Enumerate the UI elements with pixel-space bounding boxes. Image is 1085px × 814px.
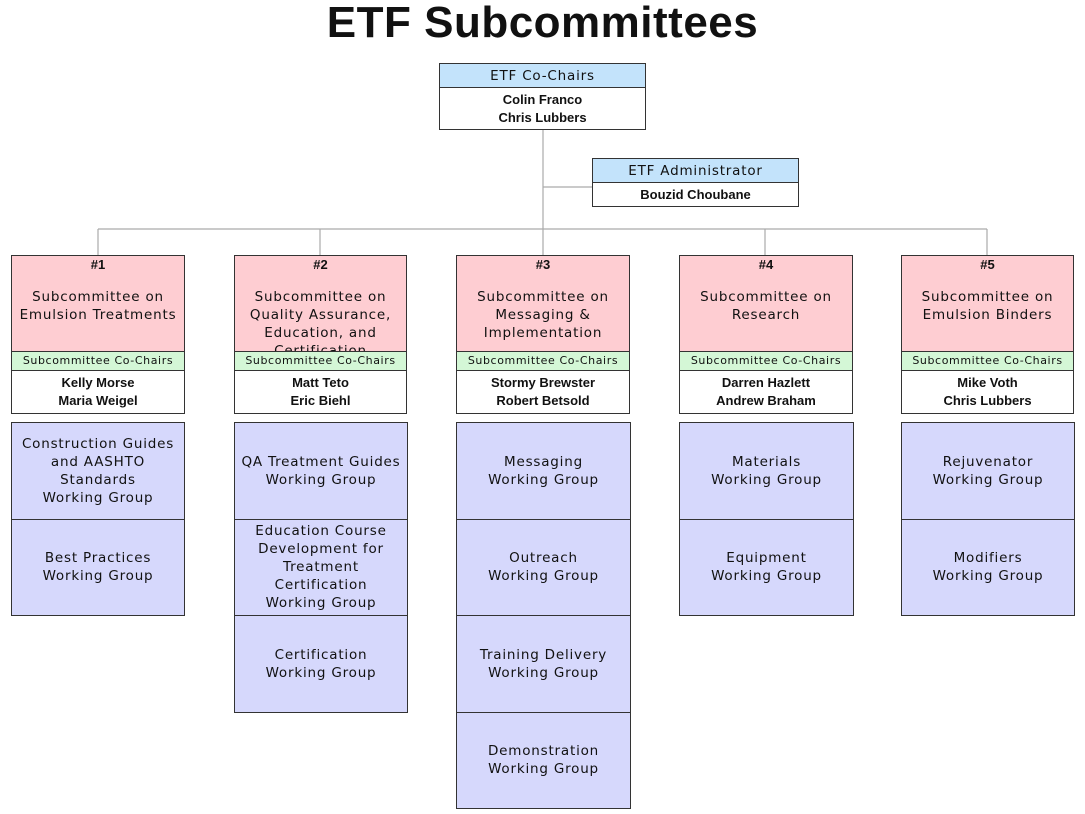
working-group-box: Best Practices Working Group	[11, 518, 185, 616]
subcommittee-number: #4	[758, 257, 774, 272]
administrator-header: ETF Administrator	[592, 158, 799, 183]
working-group-box: QA Treatment Guides Working Group	[234, 422, 408, 520]
subcommittee-cochairs-label: Subcommittee Co-Chairs	[901, 351, 1074, 371]
working-group-box: Equipment Working Group	[679, 518, 854, 616]
subcommittee-name: Subcommittee on Research	[700, 289, 832, 323]
subcommittee-name: Subcommittee on Emulsion Binders	[921, 289, 1054, 323]
subcommittee-cochairs-label: Subcommittee Co-Chairs	[456, 351, 630, 371]
working-group-box: Certification Working Group	[234, 615, 408, 713]
page-title: ETF Subcommittees	[326, 0, 759, 47]
working-group-box: Training Delivery Working Group	[456, 615, 631, 713]
working-group-box: Education Course Development for Treatme…	[234, 518, 408, 616]
subcommittee-cochairs-label: Subcommittee Co-Chairs	[11, 351, 185, 371]
subcommittee-number: #5	[980, 257, 995, 272]
working-group-box: Construction Guides and AASHTO Standards…	[11, 422, 185, 520]
working-group-box: Materials Working Group	[679, 422, 854, 520]
working-group-box: Outreach Working Group	[456, 518, 631, 616]
subcommittee-cochairs-names: Matt Teto Eric Biehl	[234, 370, 407, 414]
working-group-box: Modifiers Working Group	[901, 518, 1075, 616]
administrator-name: Bouzid Choubane	[592, 182, 799, 207]
subcommittee-name: Subcommittee on Messaging & Implementati…	[477, 289, 609, 341]
subcommittee-name: Subcommittee on Quality Assurance, Educa…	[249, 289, 392, 359]
subcommittee-number: #3	[535, 257, 551, 272]
subcommittee-cochairs-names: Darren Hazlett Andrew Braham	[679, 370, 853, 414]
working-group-box: Rejuvenator Working Group	[901, 422, 1075, 520]
subcommittee-number: #1	[90, 257, 106, 272]
subcommittee-cochairs-names: Kelly Morse Maria Weigel	[11, 370, 185, 414]
subcommittee-cochairs-names: Mike Voth Chris Lubbers	[901, 370, 1074, 414]
subcommittee-cochairs-label: Subcommittee Co-Chairs	[234, 351, 407, 371]
co-chairs-names: Colin Franco Chris Lubbers	[439, 87, 646, 130]
subcommittee-name: Subcommittee on Emulsion Treatments	[19, 289, 177, 323]
subcommittee-cochairs-label: Subcommittee Co-Chairs	[679, 351, 853, 371]
subcommittee-cochairs-names: Stormy Brewster Robert Betsold	[456, 370, 630, 414]
subcommittee-number: #2	[313, 257, 328, 272]
working-group-box: Demonstration Working Group	[456, 711, 631, 809]
co-chairs-header: ETF Co-Chairs	[439, 63, 646, 88]
working-group-box: Messaging Working Group	[456, 422, 631, 520]
